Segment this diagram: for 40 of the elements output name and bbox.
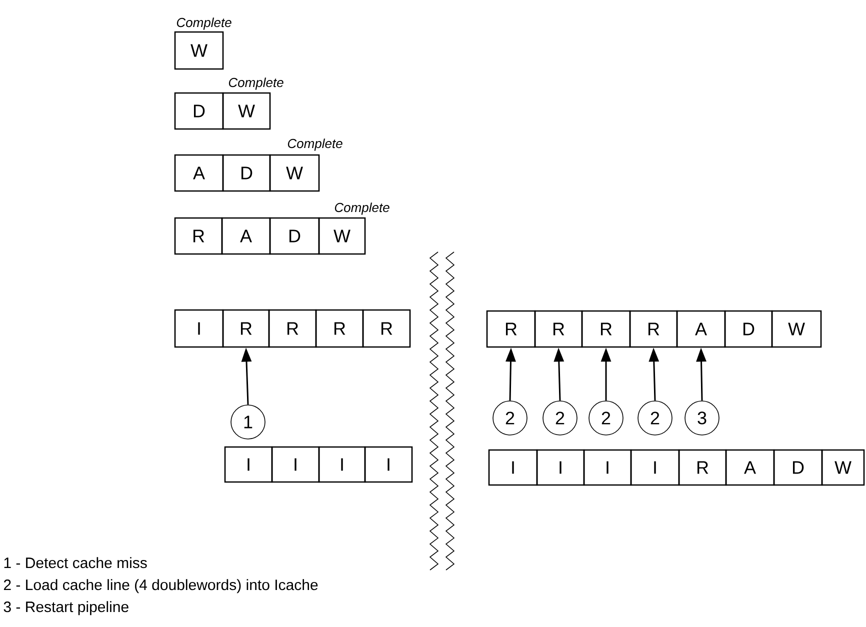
- pipeline-stage-box: I: [488, 449, 538, 486]
- pipeline-stage-box: W: [269, 154, 320, 192]
- pipeline-stage-box: R: [629, 310, 678, 348]
- pipeline-stage-box: R: [534, 310, 583, 348]
- pipeline-stage-box: R: [268, 309, 317, 348]
- pipeline-stage-box: R: [581, 310, 631, 348]
- pipeline-stage-box: D: [724, 310, 773, 348]
- pipeline-stage-box: W: [318, 217, 366, 255]
- pipeline-stage-box: R: [174, 217, 223, 255]
- pipeline-stage-box: W: [174, 31, 224, 70]
- pipeline-stage-box: D: [222, 154, 271, 192]
- pipeline-stage-box: R: [486, 310, 536, 348]
- pipeline-stage-box: D: [269, 217, 320, 255]
- pipeline-stage-box: R: [678, 449, 727, 486]
- pipeline-stage-box: D: [174, 92, 224, 130]
- pipeline-stage-box: I: [174, 309, 224, 348]
- pipeline-stage-box: D: [773, 449, 823, 486]
- pipeline-stage-box: A: [221, 217, 271, 255]
- pipeline-stage-box: I: [583, 449, 632, 486]
- stage-caption: Complete: [288, 138, 342, 151]
- stage-caption: Complete: [334, 202, 390, 215]
- legend-note: 1 - Detect cache miss: [4, 557, 147, 568]
- pipeline-stage-box: A: [174, 154, 224, 192]
- pipeline-stage-box: W: [222, 92, 271, 130]
- pipeline-stage-box: A: [676, 310, 726, 348]
- pipeline-stage-box: I: [271, 446, 320, 483]
- pipeline-stage-box: I: [364, 446, 413, 483]
- pipeline-stage-box: R: [315, 309, 364, 348]
- pipeline-stage-box: A: [725, 449, 775, 486]
- pipeline-stage-box: I: [536, 449, 585, 486]
- legend-note: 3 - Restart pipeline: [4, 601, 128, 616]
- pipeline-stage-box: I: [224, 446, 273, 483]
- pipeline-stage-box: W: [821, 449, 865, 486]
- pipeline-stage-box: I: [630, 449, 680, 486]
- legend-note: 2 - Load cache line (4 doublewords) into Icache: [4, 579, 318, 594]
- pipeline-stage-box: R: [362, 309, 411, 348]
- pipeline-stage-box: R: [222, 309, 270, 348]
- stage-caption: Complete: [228, 78, 284, 90]
- pipeline-stage-box: W: [771, 310, 822, 348]
- pipeline-stage-box: I: [318, 446, 366, 483]
